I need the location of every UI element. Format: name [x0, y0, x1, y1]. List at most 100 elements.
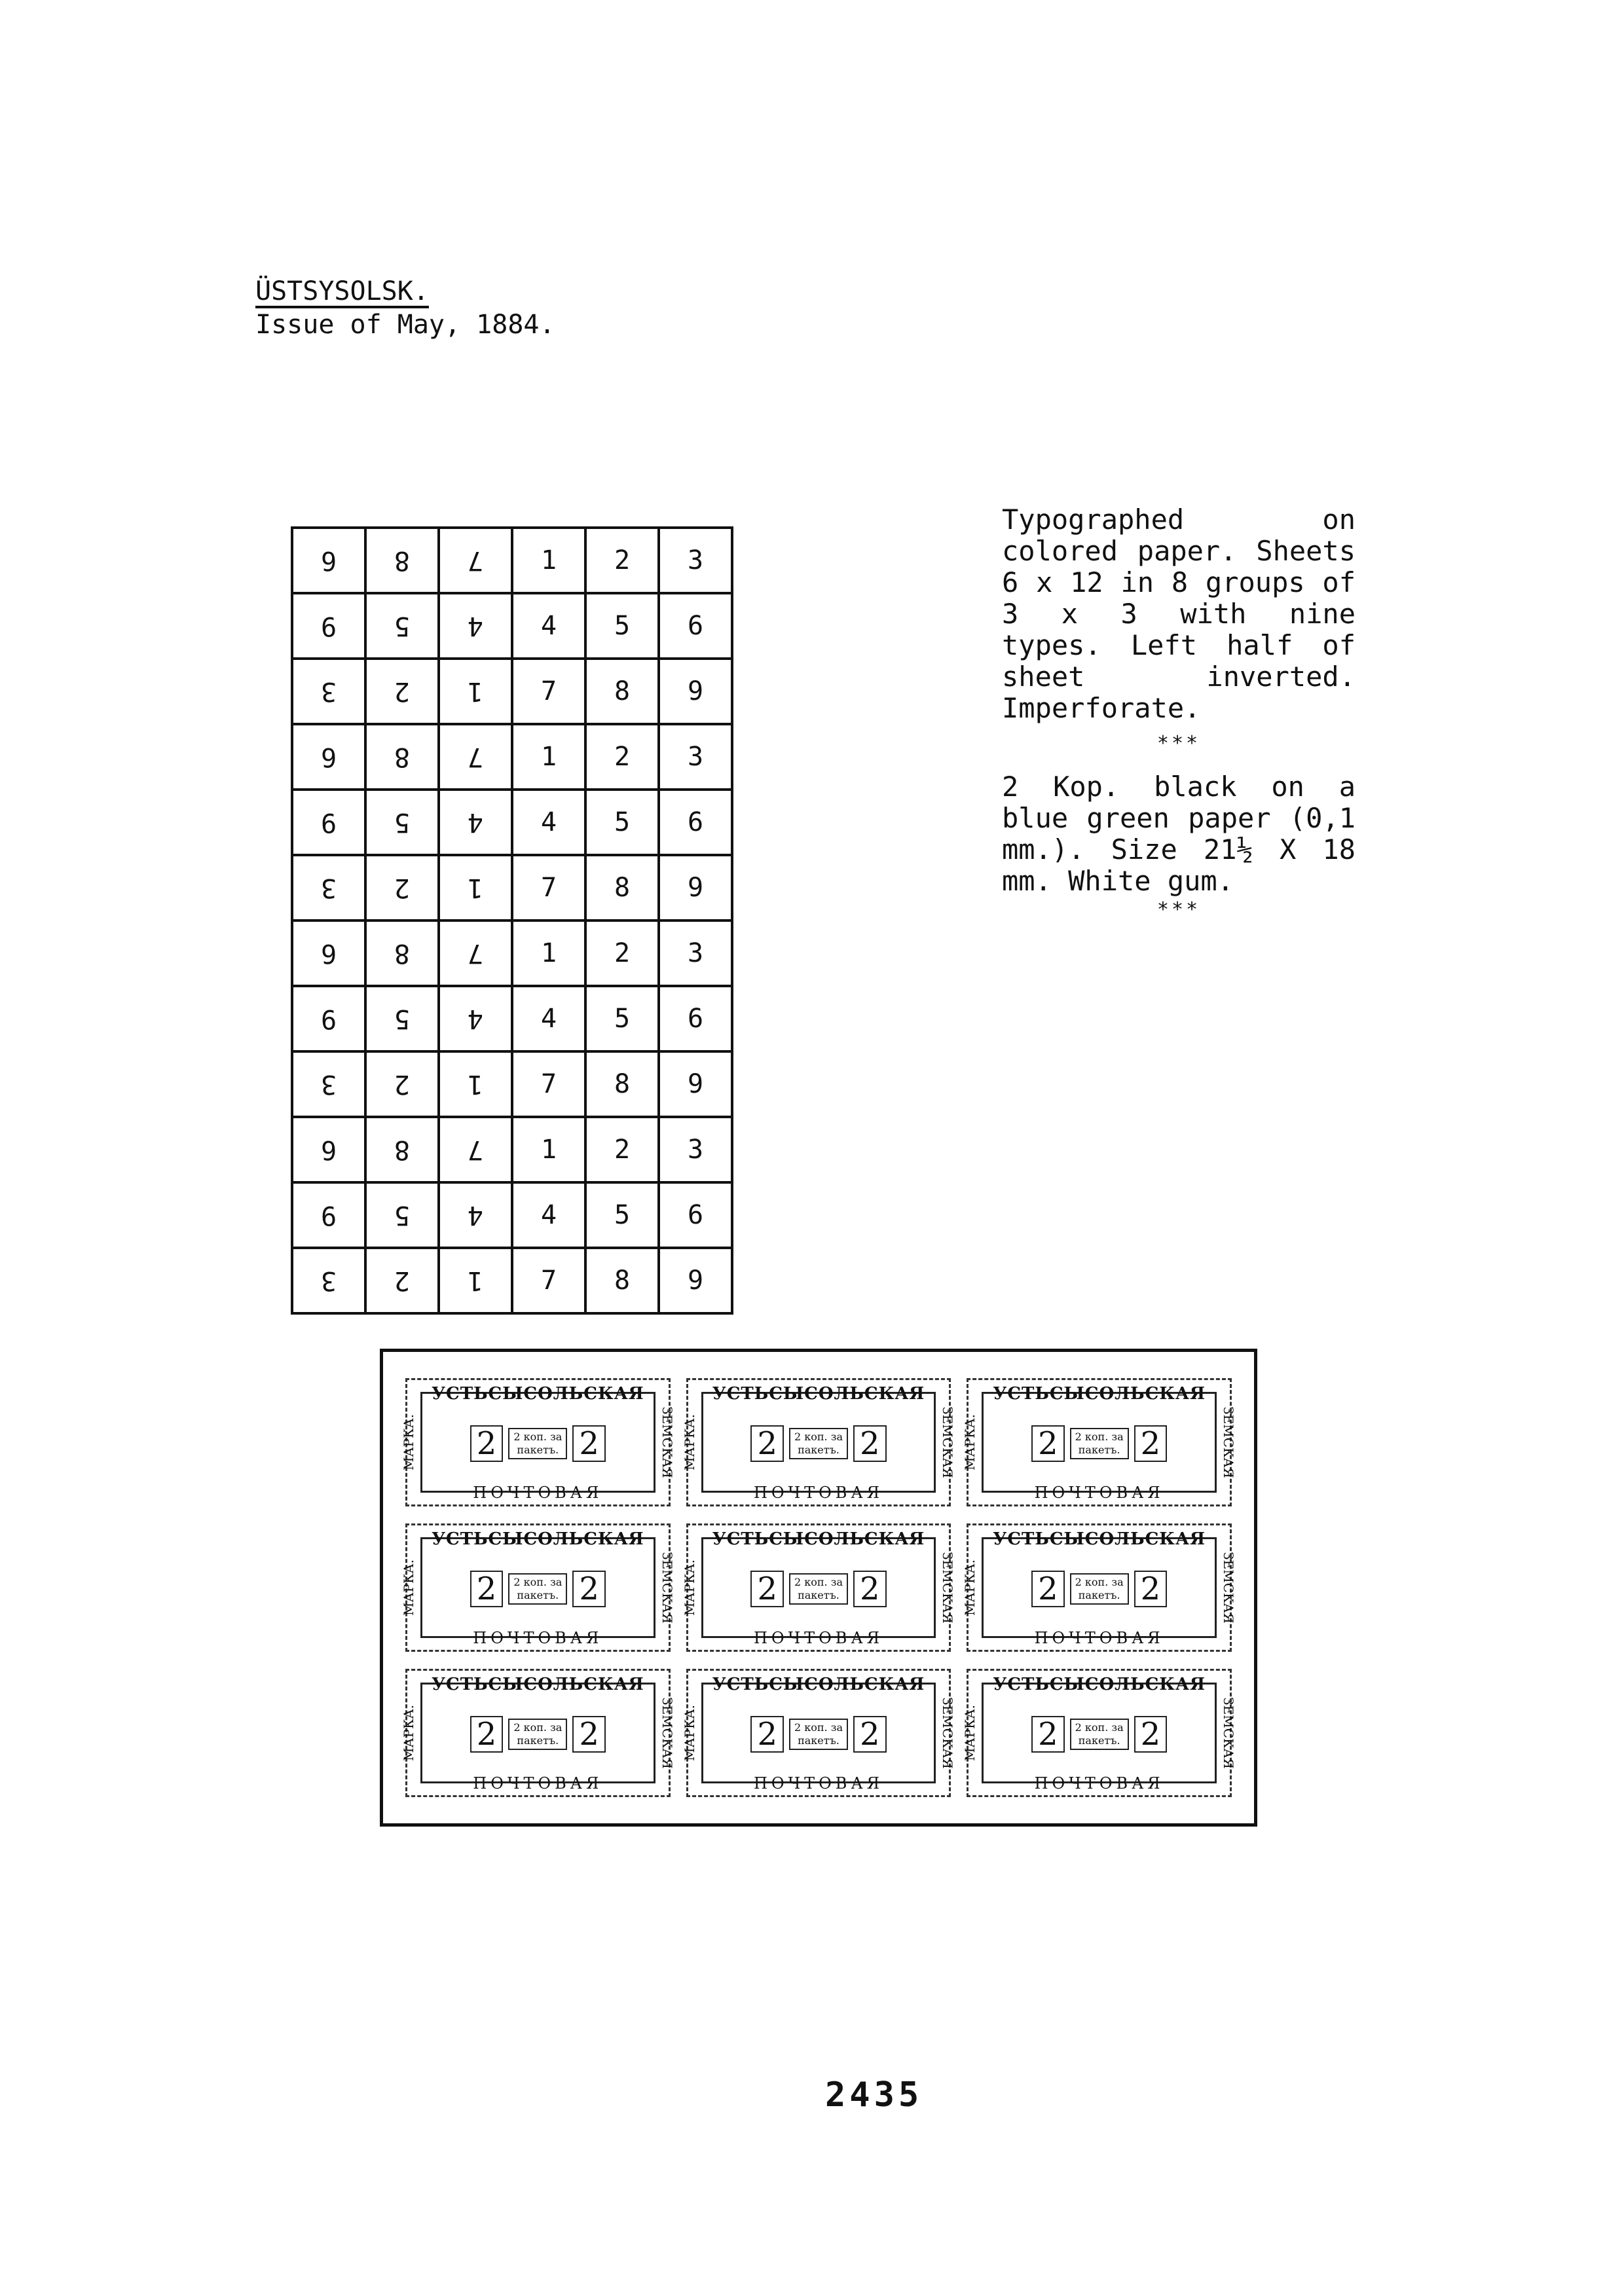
- layout-cell: 8: [584, 1247, 660, 1315]
- layout-cell: 8: [584, 1050, 660, 1118]
- stamp-value-right: 2: [1134, 1425, 1168, 1462]
- stamp-value-text-line2: пакетъ.: [517, 1444, 559, 1456]
- layout-cell: 4: [511, 985, 587, 1053]
- stamp-right-label: ЗЕМСКАЯ: [940, 1552, 956, 1624]
- layout-cell: 4: [511, 1181, 587, 1249]
- stamp-value-right: 2: [572, 1571, 606, 1607]
- stamp-top-text: УСТЬСЫСОЛЬСКАЯ: [993, 1384, 1206, 1404]
- layout-cell: 1: [439, 1248, 512, 1313]
- layout-cell: 3: [657, 919, 733, 987]
- stamp-bottom-text: ПОЧТОВАЯ: [1034, 1774, 1164, 1793]
- stamp-value-right: 2: [1134, 1571, 1168, 1607]
- stamp-frame: [420, 1392, 655, 1493]
- stamp-bottom-text: ПОЧТОВАЯ: [1034, 1484, 1164, 1502]
- layout-cell: 6: [657, 1181, 733, 1249]
- layout-cell: 3: [657, 723, 733, 791]
- layout-cell: 2: [365, 855, 439, 920]
- layout-cell: 6: [657, 985, 733, 1053]
- stamp-top-text: УСТЬСЫСОЛЬСКАЯ: [712, 1675, 925, 1694]
- stamp-left-label: МАРКА.: [401, 1413, 416, 1471]
- stamp-top-text: УСТЬСЫСОЛЬСКАЯ: [993, 1529, 1206, 1549]
- stamp-top-text: УСТЬСЫСОЛЬСКАЯ: [431, 1529, 644, 1549]
- description-paragraph-2: 2 Kop. black on a blue green paper (0,1 …: [1002, 771, 1356, 897]
- layout-cell: 7: [439, 920, 512, 986]
- stamp-value-left: 2: [750, 1425, 784, 1462]
- stamp-right-label: ЗЕМСКАЯ: [1220, 1406, 1236, 1478]
- stamp-value-right: 2: [572, 1716, 606, 1753]
- layout-cell: 1: [439, 855, 512, 920]
- stamp-value-text-line1: 2 коп. за: [513, 1576, 563, 1588]
- layout-cell: 8: [584, 854, 660, 922]
- layout-cell: 9: [292, 593, 365, 659]
- layout-cell: 1: [511, 723, 587, 791]
- layout-cell: 2: [365, 659, 439, 724]
- layout-cell: 4: [439, 593, 512, 659]
- separator-stars: ***: [1156, 732, 1201, 755]
- stamp-top-text: УСТЬСЫСОЛЬСКАЯ: [712, 1384, 925, 1404]
- stamp-right-label: ЗЕМСКАЯ: [659, 1406, 675, 1478]
- stamp-value-text-line1: 2 коп. за: [1075, 1721, 1124, 1734]
- stamp-value-left: 2: [1031, 1571, 1065, 1607]
- layout-cell: 3: [657, 526, 733, 594]
- stamp-left-label: МАРКА.: [962, 1559, 978, 1616]
- stamp-left-label: МАРКА.: [401, 1559, 416, 1616]
- stamp-value-left: 2: [470, 1716, 504, 1753]
- layout-cell: 2: [584, 919, 660, 987]
- layout-cell: 1: [511, 1116, 587, 1184]
- stamp-value-text-line1: 2 коп. за: [794, 1576, 843, 1588]
- page-heading: ÜSTSYSOLSK. Issue of May, 1884.: [255, 275, 555, 341]
- stamp-value-text-line1: 2 коп. за: [513, 1430, 563, 1443]
- layout-cell: 6: [292, 1117, 365, 1182]
- layout-cell: 5: [365, 593, 439, 659]
- issue-subtitle: Issue of May, 1884.: [255, 310, 555, 340]
- separator-stars: ***: [1156, 898, 1201, 921]
- layout-cell: 6: [292, 724, 365, 790]
- layout-cell: 5: [365, 986, 439, 1051]
- stamp-value-text-line2: пакетъ.: [798, 1734, 840, 1747]
- page-number: 2435: [825, 2075, 923, 2115]
- layout-cell: 8: [365, 1117, 439, 1182]
- layout-cell: 5: [584, 1181, 660, 1249]
- layout-cell: 2: [584, 1116, 660, 1184]
- description-paragraph-1: Typographed on colored paper. Sheets 6 x…: [1002, 503, 1356, 724]
- stamp-value-right: 2: [572, 1425, 606, 1462]
- stamp-frame: [982, 1537, 1217, 1638]
- layout-cell: 1: [511, 526, 587, 594]
- stamp-left-label: МАРКА.: [681, 1704, 697, 1762]
- stamp-right-label: ЗЕМСКАЯ: [1220, 1697, 1236, 1769]
- layout-cell: 7: [511, 1247, 587, 1315]
- stamp-left-label: МАРКА.: [962, 1704, 978, 1762]
- layout-cell: 7: [439, 724, 512, 790]
- layout-cell: 9: [292, 1182, 365, 1248]
- stamp-frame: [982, 1392, 1217, 1493]
- stamp-value-right: 2: [853, 1571, 887, 1607]
- layout-cell: 9: [657, 1247, 733, 1315]
- stamp-value-text-line1: 2 коп. за: [1075, 1576, 1124, 1588]
- stamp-frame: [420, 1537, 655, 1638]
- layout-cell: 3: [292, 1248, 365, 1313]
